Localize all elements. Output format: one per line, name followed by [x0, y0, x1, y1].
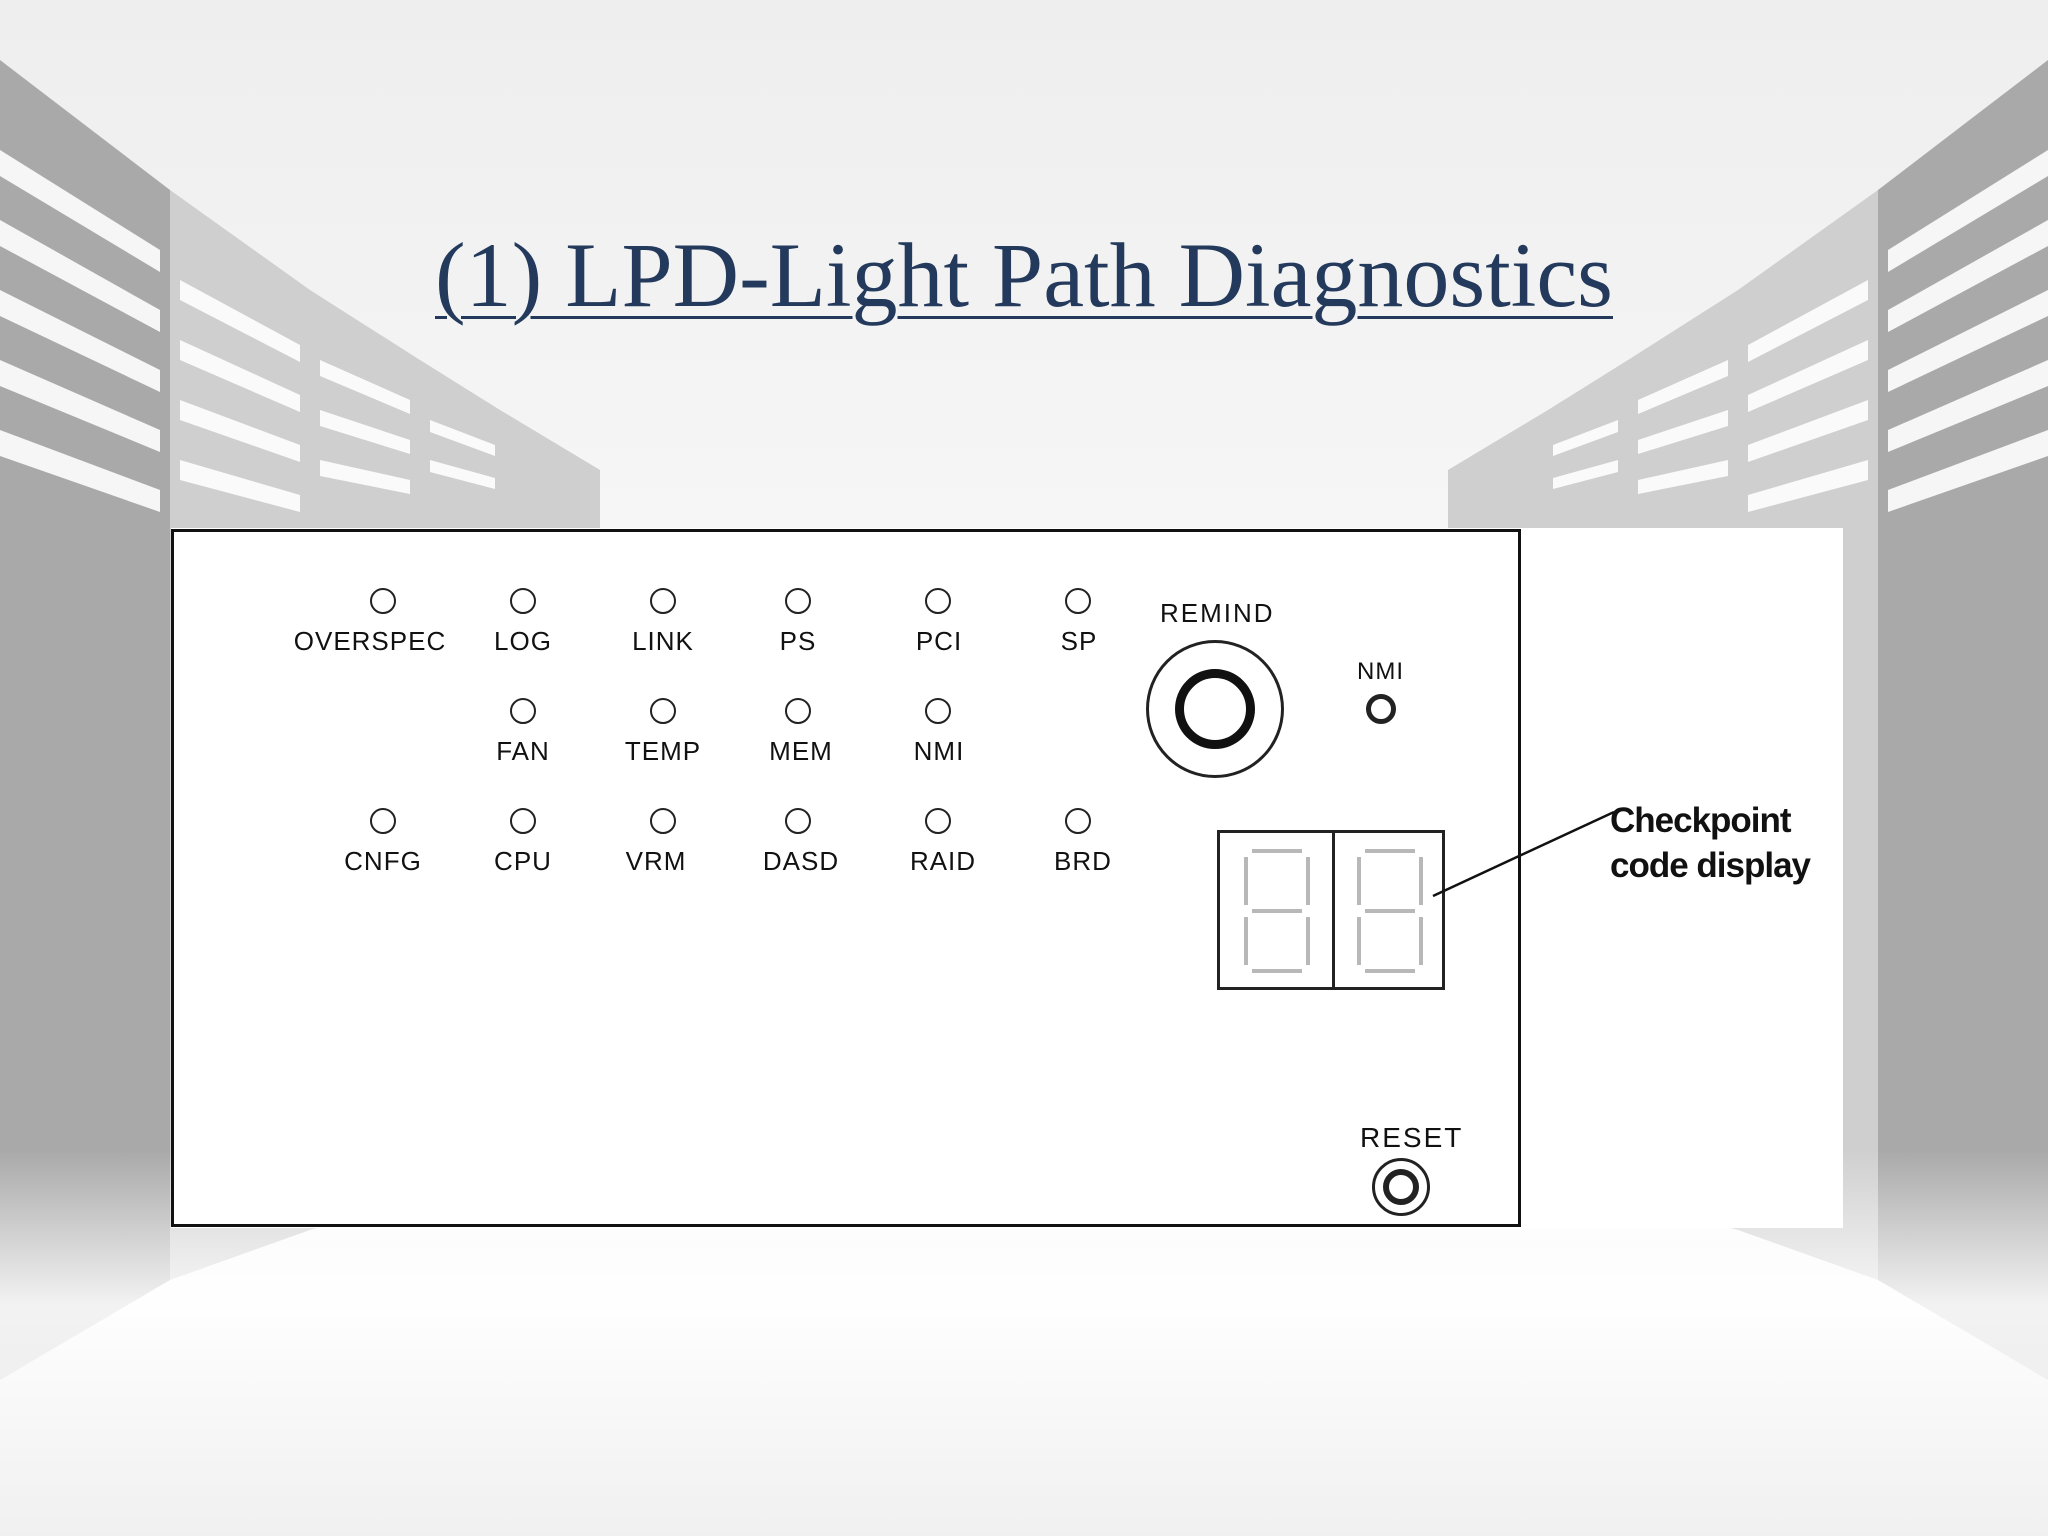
- led-label-vrm: VRM: [625, 846, 687, 876]
- led-label-log: LOG: [494, 626, 552, 656]
- led-temp: [650, 698, 676, 724]
- callout-line-1: Checkpoint: [1610, 801, 1792, 840]
- led-label-pci: PCI: [915, 626, 963, 656]
- led-fan: [510, 698, 536, 724]
- display-divider: [1332, 833, 1335, 987]
- led-overspec: [370, 588, 396, 614]
- led-label-nmi-row: NMI: [913, 736, 965, 766]
- remind-button-ring-icon: [1175, 669, 1255, 749]
- led-label-dasd: DASD: [762, 846, 840, 876]
- nmi-label: NMI: [1357, 658, 1404, 685]
- led-nmi-row: [925, 698, 951, 724]
- led-label-raid: RAID: [909, 846, 977, 876]
- led-mem: [785, 698, 811, 724]
- seven-segment-digit-left: [1244, 849, 1310, 973]
- led-label-overspec: OVERSPEC: [293, 626, 447, 656]
- reset-button-ring-icon: [1383, 1169, 1419, 1205]
- seven-segment-digit-right: [1357, 849, 1423, 973]
- led-label-brd: BRD: [1054, 846, 1112, 876]
- remind-label: REMIND: [1160, 598, 1275, 628]
- led-label-sp: SP: [1060, 626, 1098, 656]
- led-pci: [925, 588, 951, 614]
- led-raid: [925, 808, 951, 834]
- led-cpu: [510, 808, 536, 834]
- checkpoint-code-display: [1217, 830, 1445, 990]
- led-label-link: LINK: [632, 626, 694, 656]
- led-ps: [785, 588, 811, 614]
- callout-line-2: code display: [1610, 846, 1811, 885]
- callout-label: Checkpoint code display: [1610, 798, 1811, 888]
- led-sp: [1065, 588, 1091, 614]
- led-label-cpu: CPU: [494, 846, 552, 876]
- nmi-button[interactable]: [1366, 694, 1396, 724]
- led-label-fan: FAN: [496, 736, 550, 766]
- led-label-temp: TEMP: [624, 736, 702, 766]
- remind-button[interactable]: [1146, 640, 1284, 778]
- led-vrm: [650, 808, 676, 834]
- reset-button[interactable]: [1372, 1158, 1430, 1216]
- slide-title: (1) LPD-Light Path Diagnostics: [435, 224, 1613, 326]
- led-label-cnfg: CNFG: [344, 846, 422, 876]
- led-label-ps: PS: [779, 626, 817, 656]
- led-brd: [1065, 808, 1091, 834]
- led-dasd: [785, 808, 811, 834]
- led-cnfg: [370, 808, 396, 834]
- led-link: [650, 588, 676, 614]
- reset-label: RESET: [1360, 1122, 1464, 1153]
- led-label-mem: MEM: [769, 736, 833, 766]
- led-log: [510, 588, 536, 614]
